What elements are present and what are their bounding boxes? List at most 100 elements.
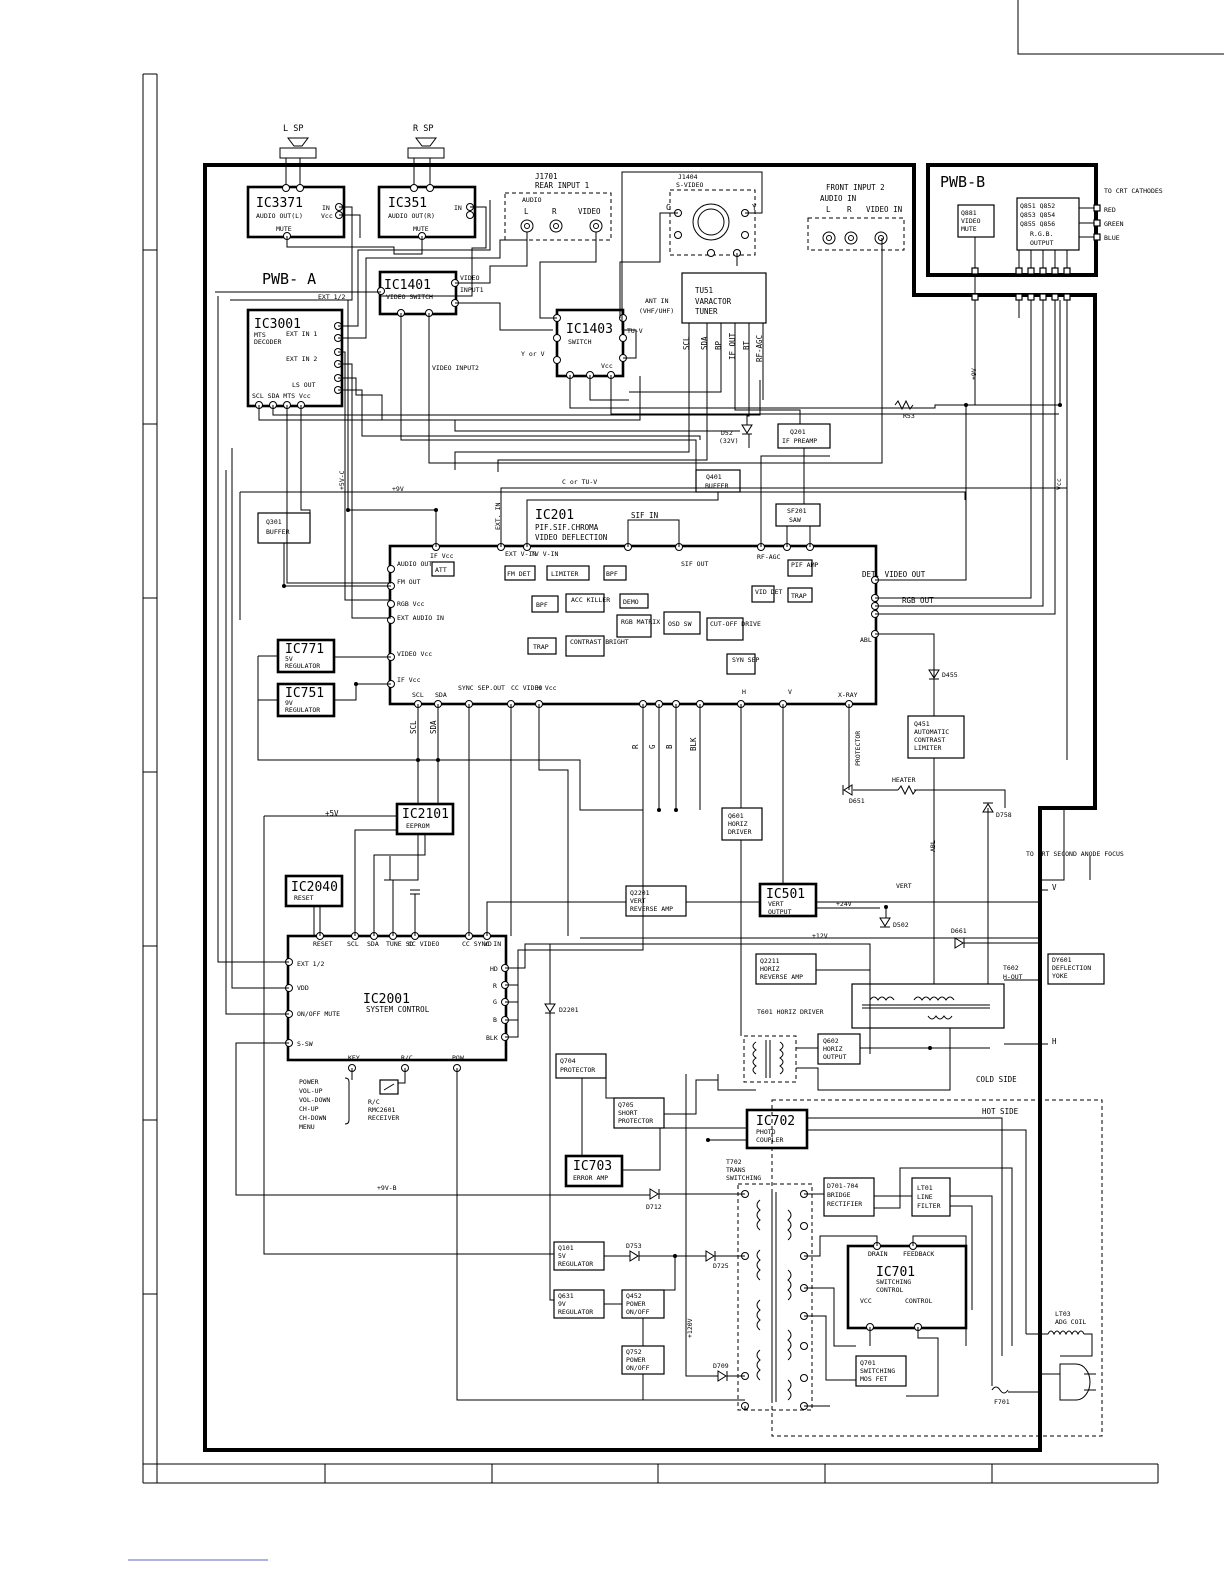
ic2001-id: IC2001	[363, 992, 410, 1007]
ic1403-vcc: Vcc	[601, 362, 613, 370]
j1404-y: Y	[752, 203, 757, 212]
b-line-label: B	[665, 744, 674, 749]
ic1403-block: IC1403 SWITCH TU-V Vcc	[553, 308, 643, 379]
ic201-id: IC201	[535, 508, 574, 523]
left-speaker: L SP	[279, 124, 317, 186]
trap-block-2: TRAP	[533, 643, 549, 651]
heater-resistor	[897, 784, 917, 796]
ic351-in: IN	[454, 204, 462, 212]
q752-id: Q752	[626, 1348, 642, 1356]
ic2001-key: KEY	[348, 1054, 360, 1062]
j1701-l: L	[524, 207, 529, 216]
ic201-v: V	[788, 688, 792, 696]
tu51-block: TU51 VARACTOR TUNER ANT IN (VHF/UHF)	[639, 272, 767, 324]
ic201-sda: SDA	[435, 691, 447, 699]
ic201-rgbvcc: RGB Vcc	[397, 600, 424, 608]
front-input-connector: FRONT INPUT 2 AUDIO IN VIDEO IN L R	[807, 183, 905, 251]
q701-id: Q701	[860, 1359, 876, 1367]
front-l: L	[826, 205, 831, 214]
ic201-extaudio: EXT AUDIO IN	[397, 614, 444, 622]
ic2040-block: IC2040 RESET	[284, 874, 344, 908]
j1701-audio: AUDIO	[522, 196, 542, 204]
scl-bus-label: SCL	[409, 720, 418, 734]
d712-diode: D712	[646, 1188, 662, 1211]
r-line-label: R	[631, 744, 640, 749]
ic701-l1: SWITCHING	[876, 1278, 911, 1286]
ic701-block: IC701 SWITCHING CONTROL DRAIN FEEDBACK V…	[846, 1242, 968, 1331]
rc-receiver-label: RECEIVER	[368, 1114, 399, 1122]
ic351-id: IC351	[388, 196, 427, 211]
ic701-control: CONTROL	[905, 1297, 932, 1305]
rgb-out: RGB OUT	[902, 596, 934, 605]
ic1403-func: SWITCH	[568, 338, 592, 346]
ic2001-block: IC2001 SYSTEM CONTROL RESET SCL SDA TUNE…	[285, 932, 509, 1072]
heater-label: HEATER	[892, 776, 916, 784]
d651-diode: D651	[842, 784, 865, 805]
right-speaker: R SP	[407, 124, 445, 186]
ext12-label: EXT 1/2	[318, 293, 345, 301]
ic201-ifvcc2: IF Vcc	[397, 676, 421, 684]
ic201-fmout: FM OUT	[397, 578, 421, 586]
ic3371-vcc: Vcc	[321, 212, 333, 220]
ant-in: ANT IN	[645, 297, 669, 305]
d709-diode: D709	[713, 1362, 729, 1382]
j1701-video: VIDEO	[578, 207, 601, 216]
ic2001-rc: R/C	[401, 1054, 413, 1062]
c-or-tuv: C or TU-V	[562, 478, 597, 486]
d502-diode: D502	[879, 917, 909, 929]
j1701-id: J1701	[535, 172, 558, 181]
left-speaker-label: L SP	[283, 124, 303, 134]
lt03-label: LT03	[1055, 1310, 1071, 1318]
key-ch-down: CH-DOWN	[299, 1114, 326, 1122]
ic3001-ext1: EXT IN 1	[286, 330, 317, 338]
ic703-block: IC703 ERROR AMP	[564, 1154, 624, 1188]
ic201-output-labels: SCL SDA R G B BLK PROTECTOR	[409, 720, 862, 766]
ic3001-pins: SCL SDA MTS Vcc	[252, 392, 311, 400]
q451-l2: CONTRAST	[914, 736, 945, 744]
ic201-l2: VIDEO DEFLECTION	[535, 533, 607, 542]
ic701-vcc: VCC	[860, 1297, 872, 1305]
ic2001-vd: VD	[484, 940, 492, 948]
q752-l2: ON/OFF	[626, 1364, 650, 1372]
d661-label: D661	[951, 927, 967, 935]
tu51-l2: TUNER	[695, 307, 718, 316]
q601-id: Q601	[728, 812, 744, 820]
ic701-drain: DRAIN	[868, 1250, 888, 1258]
q704-id: Q704	[560, 1057, 576, 1065]
d2201-diode: D2201	[544, 1003, 579, 1014]
lt03-coil: LT03 ADG COIL	[1047, 1310, 1086, 1336]
q2211-block: Q2211 HORIZ REVERSE AMP	[755, 953, 817, 985]
ic1403-id: IC1403	[566, 322, 613, 337]
sf201-block: SF201 SAW	[775, 503, 821, 527]
q401-func: BUFFER	[705, 482, 729, 490]
q881-block: Q881 VIDEO MUTE	[957, 204, 995, 238]
q452-l1: POWER	[626, 1300, 646, 1308]
abl-vertical: ABL	[929, 840, 937, 852]
ic201-ccvideo: CC VIDEO	[511, 684, 542, 692]
dy601-block: DY601 DEFLECTION YOKE	[1047, 953, 1105, 985]
ic702-id: IC702	[756, 1114, 795, 1129]
d753-label: D753	[626, 1242, 642, 1250]
ic2001-sda: SDA	[367, 940, 379, 948]
ic501-block: IC501 VERT OUTPUT	[758, 882, 818, 918]
ic2040-func: RESET	[294, 894, 314, 902]
ic2001-ccsync: CC SYNC IN	[462, 940, 501, 948]
ic201-sifout: SIF OUT	[681, 560, 708, 568]
ic751-block: IC751 9V REGULATOR	[276, 682, 336, 718]
q631-block: Q631 9V REGULATOR	[553, 1289, 605, 1319]
ic771-block: IC771 5V REGULATOR	[276, 638, 336, 674]
ic2001-tunesd: TUNE SD	[386, 940, 413, 948]
key-vol-up: VOL-UP	[299, 1087, 323, 1095]
q851-l1: Q853 Q854	[1020, 211, 1055, 219]
ic201-hvcc: H Vcc	[537, 684, 557, 692]
dy601-l1: DEFLECTION	[1052, 964, 1091, 972]
t602-label: T602	[1003, 964, 1019, 972]
ic771-l1: 5V	[285, 655, 293, 663]
j1701-r: R	[552, 207, 557, 216]
q451-l3: LIMITER	[914, 744, 941, 752]
to-crt-anode: TO CRT SECOND ANODE FOCUS	[1026, 850, 1124, 858]
ic201-block: IC201 PIF.SIF.CHROMA VIDEO DEFLECTION SI…	[387, 503, 879, 708]
q401-block: Q401 BUFFER	[695, 469, 741, 493]
ic501-l1: VERT	[768, 900, 784, 908]
yoke-h-label: H	[1052, 1037, 1057, 1046]
